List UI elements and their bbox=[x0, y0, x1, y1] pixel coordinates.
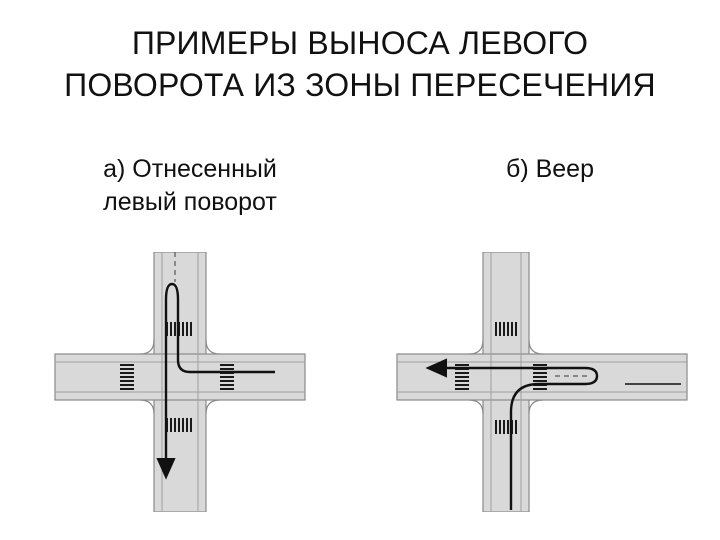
curb-corner bbox=[205, 399, 221, 415]
curb-corner bbox=[139, 399, 155, 415]
curb-corner bbox=[468, 399, 484, 415]
caption-example-a: а) Отнесенный левый поворот bbox=[40, 153, 340, 219]
curb-corner bbox=[528, 399, 544, 415]
intersection-diagram-a bbox=[54, 252, 306, 512]
title-line-1: ПРИМЕРЫ ВЫНОСА ЛЕВОГО bbox=[131, 25, 589, 61]
left-turn-path-arrow bbox=[156, 282, 275, 480]
caption-a-line-1: а) Отнесенный bbox=[103, 155, 277, 183]
curb-corner bbox=[528, 339, 544, 355]
intersection-diagram-b bbox=[396, 252, 688, 512]
crosswalk-south bbox=[166, 418, 194, 432]
crosswalk-east bbox=[220, 364, 234, 390]
curb-corner bbox=[139, 339, 155, 355]
caption-a-line-2: левый поворот bbox=[103, 188, 277, 216]
crosswalk-west bbox=[120, 364, 134, 390]
caption-example-b: б) Веер bbox=[420, 153, 680, 186]
crosswalk-north bbox=[166, 322, 194, 336]
crosswalk-north bbox=[493, 322, 519, 336]
caption-b-line-1: б) Веер bbox=[506, 155, 594, 183]
title-line-2: ПОВОРОТА ИЗ ЗОНЫ ПЕРЕСЕЧЕНИЯ bbox=[64, 67, 656, 103]
crosswalk-west bbox=[455, 364, 469, 390]
fan-path-arrow bbox=[425, 358, 599, 510]
page-title: ПРИМЕРЫ ВЫНОСА ЛЕВОГО ПОВОРОТА ИЗ ЗОНЫ П… bbox=[0, 22, 720, 106]
curb-corner bbox=[468, 339, 484, 355]
curb-corner bbox=[205, 339, 221, 355]
crosswalk-south bbox=[493, 420, 519, 434]
